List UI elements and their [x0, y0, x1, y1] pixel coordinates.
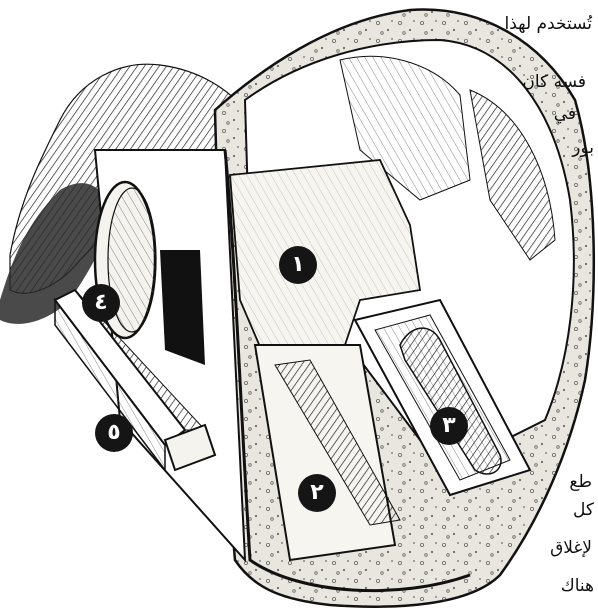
- marker-4: ٤: [82, 284, 120, 322]
- text-fragment: فسه كان: [522, 72, 586, 92]
- text-fragment: كل: [573, 500, 594, 520]
- marker-2: ٢: [298, 474, 336, 512]
- text-fragment: هناك: [561, 576, 594, 596]
- text-fragment: لإغلاق: [550, 538, 592, 558]
- text-fragment: بور: [572, 138, 594, 158]
- marker-3: ٣: [430, 407, 468, 445]
- text-fragment: في: [554, 104, 576, 124]
- text-fragment: تُستخدم لهذا: [504, 14, 592, 34]
- marker-1: ١: [279, 246, 317, 284]
- text-fragment: طع: [569, 472, 592, 492]
- marker-5: ٥: [95, 414, 133, 452]
